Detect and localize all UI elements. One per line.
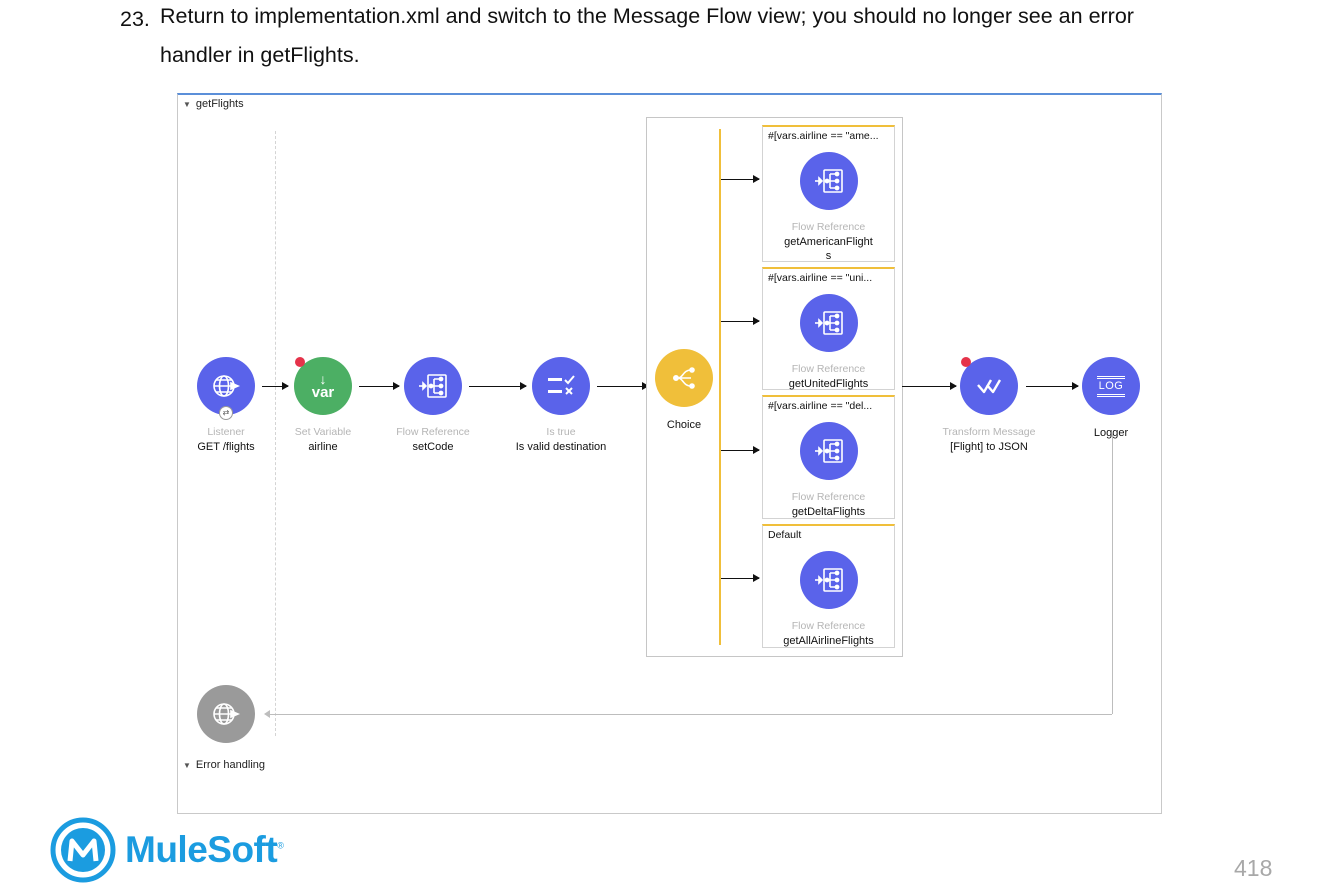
- logger-node[interactable]: LOG Logger: [1051, 357, 1171, 440]
- validation-icon: [532, 357, 590, 415]
- flow-arrow: [262, 382, 289, 390]
- set-variable-node[interactable]: ↓ var Set Variable airline: [263, 357, 383, 454]
- error-handling-label: Error handling: [195, 759, 266, 771]
- step-text-line-1: Return to implementation.xml and switch …: [160, 4, 1134, 28]
- transform-message-node[interactable]: Transform Message [Flight] to JSON: [929, 357, 1049, 454]
- node-type: Flow Reference: [791, 491, 866, 503]
- flow-reference-node[interactable]: Flow Reference getAmericanFlight s: [763, 152, 894, 263]
- route-condition: #[vars.airline == "del...: [768, 400, 873, 412]
- node-type: Flow Reference: [396, 426, 470, 438]
- flow-reference-icon: [799, 294, 858, 352]
- globe-icon: [197, 685, 255, 743]
- transform-icon: [960, 357, 1018, 415]
- globe-icon: [197, 357, 255, 415]
- flow-reference-node[interactable]: Flow Reference getUnitedFlights: [763, 294, 894, 391]
- sync-badge-icon: ⇄: [219, 406, 233, 420]
- choice-route-default[interactable]: Default Flow Reference getAllAirlineFlig…: [762, 524, 895, 648]
- route-arrow: [721, 317, 760, 325]
- node-name: [Flight] to JSON: [950, 441, 1028, 453]
- node-type: Listener: [207, 426, 245, 438]
- node-name: getAmericanFlight s: [784, 236, 873, 262]
- response-return-line: [268, 714, 1112, 715]
- flow-arrow: [597, 382, 649, 390]
- node-name: getDeltaFlights: [791, 506, 866, 518]
- error-handling-header[interactable]: ▼ Error handling: [183, 759, 265, 771]
- node-name: setCode: [412, 441, 454, 453]
- node-type: Transform Message: [942, 426, 1036, 438]
- mulesoft-logo: MuleSoft®: [50, 817, 284, 883]
- flow-reference-node[interactable]: Flow Reference getAllAirlineFlights: [763, 551, 894, 648]
- route-condition: #[vars.airline == "ame...: [768, 130, 879, 142]
- flow-arrow: [469, 382, 527, 390]
- flow-reference-icon: [799, 152, 858, 210]
- is-true-node[interactable]: Is true Is valid destination: [501, 357, 621, 454]
- choice-route-american[interactable]: #[vars.airline == "ame... Flow Reference…: [762, 125, 895, 262]
- node-name: getUnitedFlights: [788, 378, 869, 390]
- mulesoft-logo-icon: [50, 817, 116, 883]
- return-arrow-head: [264, 710, 270, 718]
- node-type: Flow Reference: [791, 221, 866, 233]
- listener-node[interactable]: ⇄ Listener GET /flights: [166, 357, 286, 454]
- route-arrow: [721, 446, 760, 454]
- source-divider: [275, 131, 276, 736]
- error-badge: [961, 357, 971, 367]
- error-badge: [295, 357, 305, 367]
- logger-icon: LOG: [1082, 357, 1140, 415]
- flow-header[interactable]: ▼ getFlights: [183, 98, 244, 110]
- step-number: 23.: [120, 7, 150, 31]
- route-condition: Default: [768, 529, 802, 541]
- node-type: Is true: [546, 426, 576, 438]
- route-arrow: [721, 175, 760, 183]
- flow-reference-setcode-node[interactable]: Flow Reference setCode: [373, 357, 493, 454]
- node-name: Is valid destination: [515, 441, 607, 453]
- node-name: getAllAirlineFlights: [783, 635, 874, 647]
- message-flow-canvas: ▼ getFlights ⇄ Listener GET /flights ↓ v…: [177, 93, 1162, 814]
- listener-response-node[interactable]: [166, 685, 286, 743]
- node-name: Choice: [666, 419, 702, 431]
- collapse-triangle-icon[interactable]: ▼: [183, 760, 191, 770]
- page-number: 418: [1234, 855, 1273, 881]
- flow-name: getFlights: [195, 98, 244, 110]
- node-type: Set Variable: [294, 426, 352, 438]
- node-name: airline: [308, 441, 338, 453]
- choice-route-united[interactable]: #[vars.airline == "uni... Flow Reference…: [762, 267, 895, 390]
- collapse-triangle-icon[interactable]: ▼: [183, 99, 191, 109]
- choice-route-delta[interactable]: #[vars.airline == "del... Flow Reference…: [762, 395, 895, 519]
- mulesoft-logo-text: MuleSoft®: [125, 829, 284, 870]
- flow-reference-icon: [404, 357, 462, 415]
- route-condition: #[vars.airline == "uni...: [768, 272, 873, 284]
- node-type: Flow Reference: [791, 620, 866, 632]
- step-text-line-2: handler in getFlights.: [160, 43, 360, 67]
- node-type: Flow Reference: [791, 363, 866, 375]
- flow-arrow: [1026, 382, 1079, 390]
- flow-reference-node[interactable]: Flow Reference getDeltaFlights: [763, 422, 894, 519]
- flow-reference-icon: [799, 551, 858, 609]
- choice-router-bar: [719, 129, 721, 645]
- route-arrow: [721, 574, 760, 582]
- var-icon: ↓ var: [294, 357, 352, 415]
- flow-arrow: [902, 382, 957, 390]
- choice-node[interactable]: Choice: [624, 349, 744, 432]
- flow-arrow: [359, 382, 400, 390]
- flow-reference-icon: [799, 422, 858, 480]
- choice-icon: [655, 349, 713, 407]
- response-return-line: [1112, 433, 1113, 714]
- node-name: Logger: [1093, 427, 1129, 439]
- node-name: GET /flights: [197, 441, 255, 453]
